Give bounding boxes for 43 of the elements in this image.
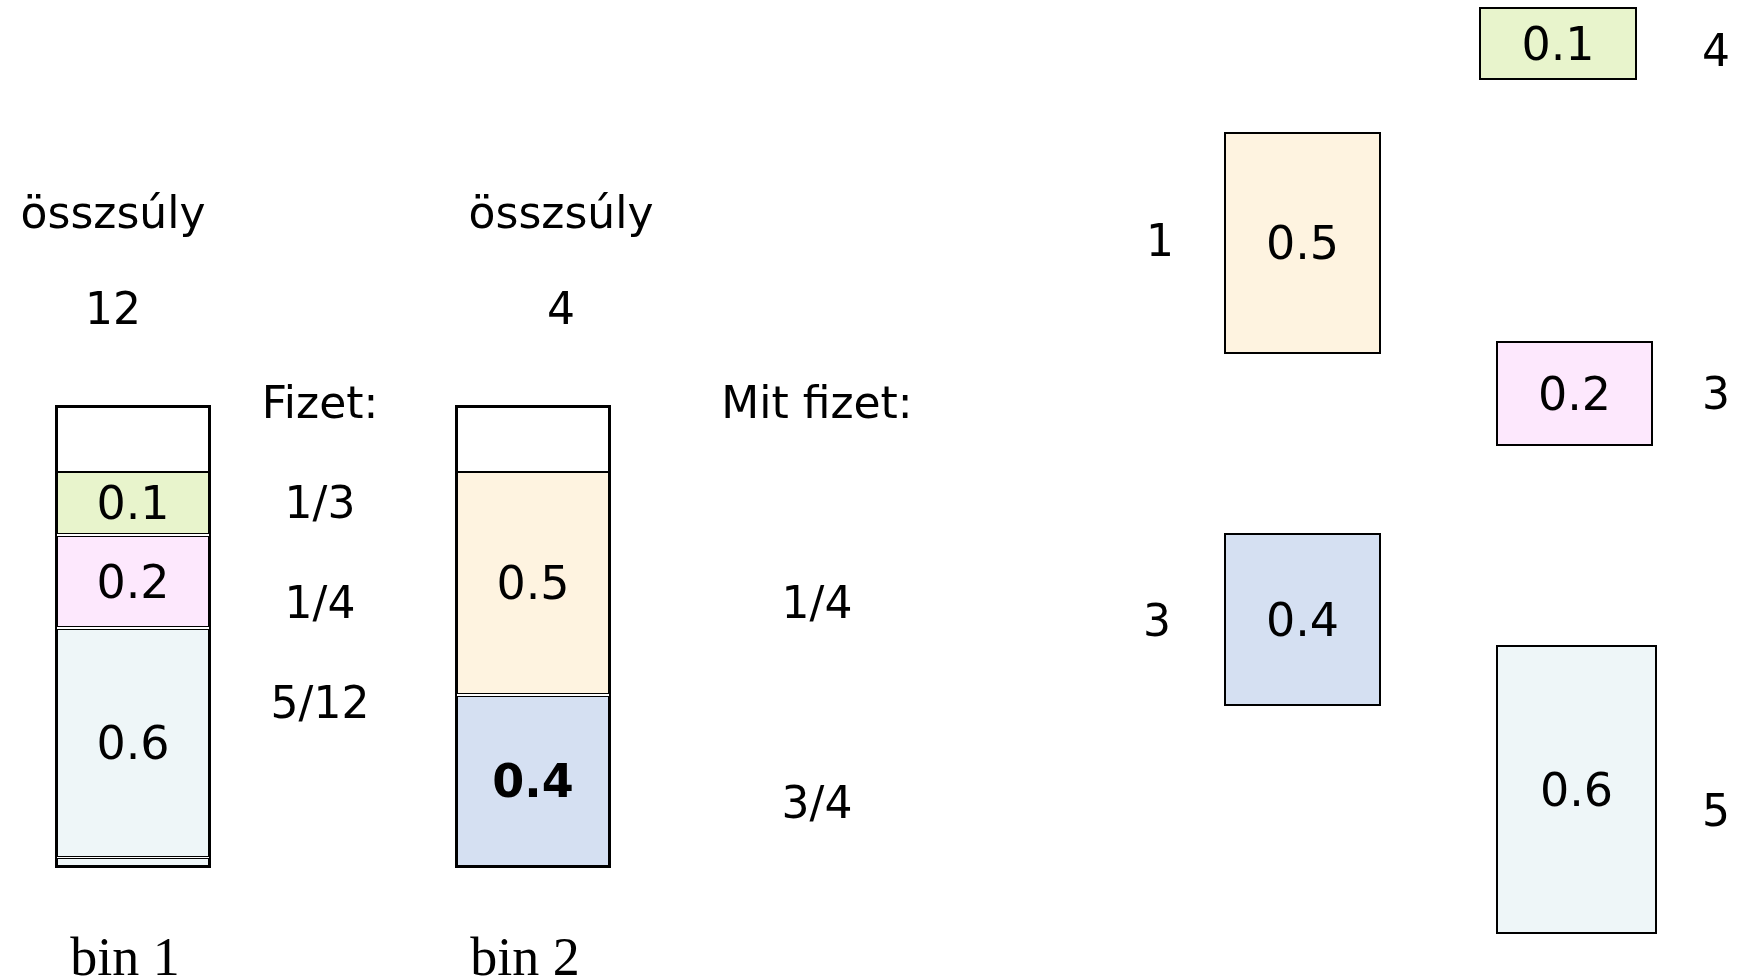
weight-value: 0.4 <box>1265 592 1340 647</box>
weight-value: 0.6 <box>96 716 170 770</box>
bin-caption: bin 2 <box>470 926 580 979</box>
text-label: 4 <box>547 282 575 334</box>
item-box <box>57 472 209 534</box>
text-label: összsúly <box>468 186 654 238</box>
item-box <box>457 472 609 694</box>
empty-space <box>57 407 209 472</box>
item-box <box>57 629 209 857</box>
item-box <box>1479 7 1637 80</box>
item-box <box>57 536 209 627</box>
text-label: Fizet: <box>261 376 379 428</box>
text-label: 5/12 <box>270 676 370 728</box>
item-number: 3 <box>1702 367 1730 419</box>
weight-value: 0.2 <box>96 554 170 609</box>
bin-column <box>55 405 211 868</box>
weight-value: 0.5 <box>496 556 570 610</box>
weight-value: 0.2 <box>1537 366 1612 421</box>
text-label: Mit fizet: <box>721 376 913 428</box>
text-label: összsúly <box>20 186 206 238</box>
item-box <box>1224 132 1381 354</box>
bin-caption: bin 1 <box>70 926 180 979</box>
item-box <box>1496 341 1653 446</box>
text-label: 1/3 <box>284 476 356 528</box>
item-strip <box>57 858 209 866</box>
text-label: 1/4 <box>781 576 853 628</box>
weight-value: 0.1 <box>1521 16 1595 71</box>
weight-value: 0.6 <box>1539 762 1614 817</box>
empty-space <box>457 407 609 472</box>
weight-value: 0.4 <box>492 754 574 808</box>
bin-column <box>455 405 611 868</box>
item-number: 5 <box>1702 784 1730 836</box>
text-label: 1/4 <box>284 576 356 628</box>
item-number: 3 <box>1143 594 1171 646</box>
text-label: 12 <box>85 282 141 334</box>
item-box <box>457 696 609 866</box>
item-number: 4 <box>1702 24 1730 76</box>
item-number: 1 <box>1146 214 1174 266</box>
item-box <box>1224 533 1381 706</box>
item-box <box>1496 645 1657 934</box>
weight-value: 0.1 <box>96 476 170 530</box>
text-label: 3/4 <box>781 776 853 828</box>
weight-value: 0.5 <box>1265 216 1340 270</box>
